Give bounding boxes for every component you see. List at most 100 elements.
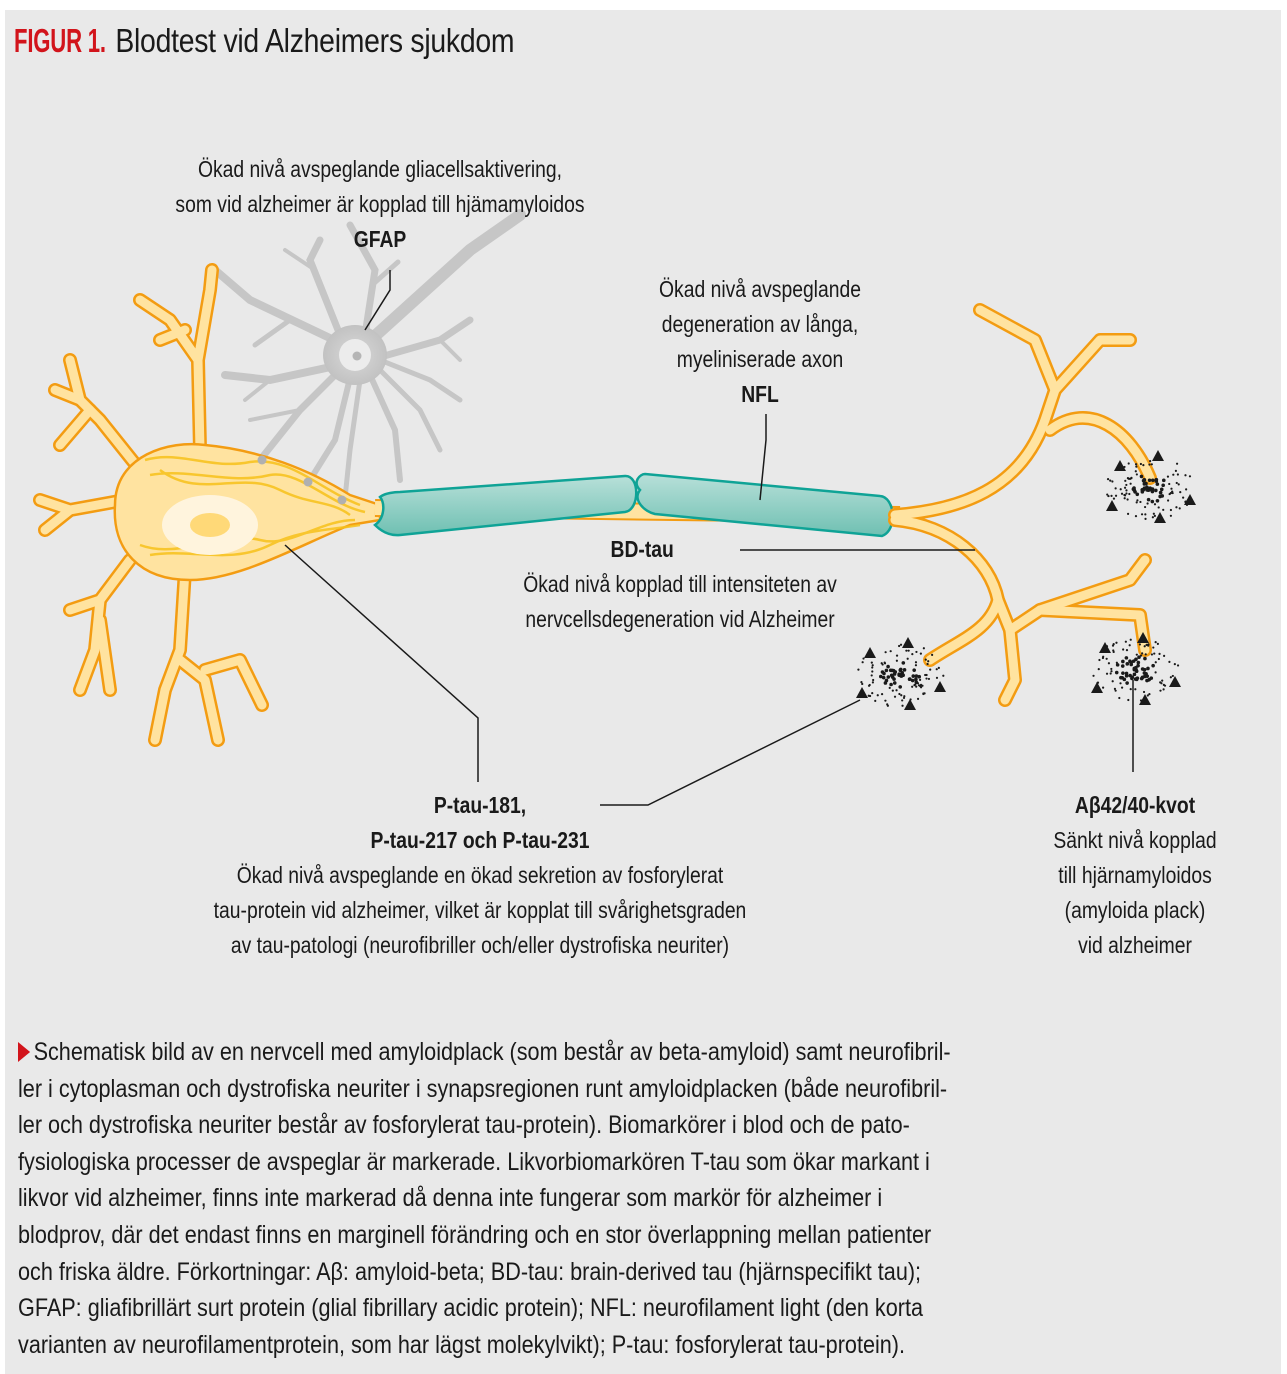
plaque-dot [898, 692, 901, 696]
plaque-dot [1177, 483, 1180, 486]
plaque-dot [1120, 664, 1125, 668]
plaque-dot [1137, 655, 1141, 660]
glial-nucleolus [352, 351, 362, 361]
plaque-dot [1144, 513, 1147, 516]
plaque-dot [1166, 475, 1170, 478]
plaque-dot [1173, 663, 1176, 666]
plaque-dot [922, 647, 925, 650]
plaque-dot [876, 694, 879, 697]
plaque-dot [1113, 687, 1117, 690]
glia-contact-point [257, 455, 267, 465]
plaque-dot [870, 661, 873, 664]
glia-contact-point [303, 477, 313, 487]
plaque-cluster [856, 637, 946, 710]
plaque-dot [1185, 488, 1188, 491]
plaque-dot [1107, 494, 1110, 498]
caption-line: ler och dystrofiska neuriter består av f… [18, 1111, 910, 1140]
plaque-dot [1125, 483, 1128, 487]
plaque-dot [1140, 667, 1145, 671]
plaque-dot [878, 674, 883, 679]
plaque-dot [861, 661, 864, 664]
plaque-dot [1105, 657, 1108, 660]
nfl-leader-line [759, 414, 767, 501]
plaque-dot [1107, 662, 1111, 665]
plaque-dot [903, 695, 906, 698]
plaque-dot [1110, 670, 1113, 673]
plaque-dot [1124, 671, 1129, 676]
plaque-dot [910, 678, 915, 683]
plaque-dot [1146, 666, 1150, 671]
plaque-dot [1134, 515, 1138, 518]
plaque-dot [1150, 653, 1154, 656]
plaque-dot [1147, 478, 1152, 483]
plaque-dot [1123, 494, 1127, 497]
plaque-dot [1152, 512, 1155, 515]
plaque-dot [870, 674, 873, 677]
abeta-description-line: till hjärnamyloidos [1058, 862, 1212, 888]
plaque-dot [861, 682, 864, 686]
plaque-dot [1150, 499, 1155, 504]
neuron-nucleolus [190, 513, 230, 537]
plaque-dot [883, 661, 886, 664]
plaque-dot [927, 660, 930, 663]
plaque-dot [1157, 506, 1160, 509]
plaque-dot [889, 673, 894, 678]
plaque-dot [1151, 516, 1154, 519]
plaque-dot [919, 652, 922, 655]
plaque-dot [1123, 486, 1127, 489]
caption-line: varianten av neurofilamentprotein, som h… [18, 1330, 906, 1359]
plaque-dot [886, 704, 889, 707]
abeta-description-line: Sänkt nivå kopplad [1053, 827, 1217, 853]
caption-line: fysiologiska processer de avspeglar är m… [18, 1147, 930, 1176]
plaque-dot [915, 650, 918, 654]
bdtau-name: BD-tau [610, 536, 674, 562]
figure-heading: Blodtest vid Alzheimers sjukdom [115, 22, 515, 59]
plaque-dot [1139, 676, 1144, 681]
amyloid-triangle-icon [1139, 694, 1151, 705]
amyloid-triangle-icon [1154, 512, 1166, 523]
plaque-dot [1151, 663, 1155, 668]
plaque-dot [914, 664, 918, 667]
plaque-dot [898, 644, 901, 648]
plaque-dot [1154, 661, 1157, 664]
plaque-dot [1119, 488, 1122, 491]
plaque-dot [1130, 477, 1133, 480]
plaque-dot [1135, 501, 1138, 504]
plaque-dot [1142, 674, 1147, 679]
plaque-dot [1125, 662, 1130, 666]
ptau-name: P-tau-217 och P-tau-231 [370, 827, 590, 853]
plaque-dot [914, 674, 919, 678]
plaque-dot [1132, 672, 1137, 677]
bdtau-description-line: Ökad nivå kopplad till intensiteten av [523, 571, 837, 597]
plaque-dot [1135, 653, 1138, 656]
plaque-dot [874, 699, 877, 702]
ptau-description-line: Ökad nivå avspeglande en ökad sekretion … [236, 862, 724, 888]
plaque-dot [1124, 656, 1129, 660]
plaque-dot [1175, 506, 1178, 509]
plaque-dot [1124, 479, 1127, 482]
plaque-dot [905, 649, 908, 652]
plaque-dot [912, 668, 917, 672]
plaque-dot [1141, 488, 1146, 492]
plaque-dot [890, 668, 895, 673]
plaque-dot [1138, 643, 1141, 646]
plaque-dot [1146, 502, 1149, 505]
plaque-dot [1168, 482, 1171, 486]
plaque-dot [1142, 477, 1147, 482]
plaque-dot [1155, 499, 1160, 503]
amyloid-triangle-icon [864, 647, 876, 658]
plaque-dot [1122, 677, 1127, 682]
plaque-dot [1154, 671, 1157, 674]
plaque-dot [1142, 690, 1146, 694]
plaque-dot [911, 652, 914, 656]
plaque-dot [1131, 487, 1136, 491]
plaque-dot [1115, 663, 1120, 667]
amyloid-triangle-icon [1137, 632, 1149, 643]
plaque-dot [942, 674, 945, 677]
plaque-dot [1101, 656, 1105, 660]
plaque-dot [899, 643, 903, 646]
plaque-dot [1154, 488, 1158, 493]
plaque-dot [1163, 654, 1166, 657]
plaque-dot [929, 668, 932, 671]
plaque-dot [1130, 676, 1134, 681]
